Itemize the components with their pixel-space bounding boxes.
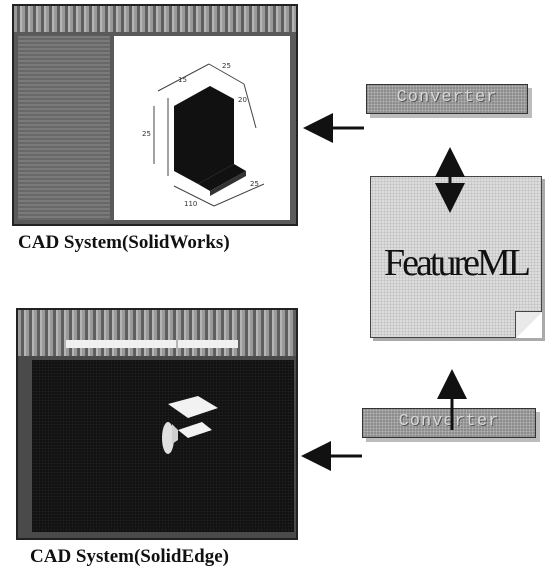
solidworks-caption: CAD System(SolidWorks) (18, 232, 230, 253)
converter-bottom-box: Converter (362, 408, 536, 438)
solidworks-screenshot: 15 25 20 25 110 25 (12, 4, 298, 226)
solidworks-model-view: 15 25 20 25 110 25 (114, 36, 290, 220)
solidedge-screenshot (16, 308, 298, 540)
svg-text:15: 15 (178, 76, 187, 84)
featureml-label: FeatureML (384, 242, 531, 284)
converter-top-label: Converter (396, 88, 498, 107)
solidworks-feature-tree (18, 36, 110, 220)
svg-text:25: 25 (250, 180, 259, 188)
solidworks-toolbar (14, 6, 296, 32)
isometric-block-drawing: 15 25 20 25 110 25 (142, 62, 265, 208)
svg-text:20: 20 (238, 96, 247, 104)
solidedge-part-model (162, 396, 218, 454)
converter-bottom-label: Converter (398, 412, 500, 431)
svg-text:25: 25 (222, 62, 231, 70)
solidedge-ribbon-white (66, 340, 176, 348)
solidedge-ribbon-white-2 (178, 340, 238, 348)
svg-text:110: 110 (184, 200, 197, 208)
solidedge-toolbar (18, 310, 296, 356)
solidedge-model-view (32, 360, 294, 532)
solidedge-caption: CAD System(SolidEdge) (30, 546, 229, 567)
svg-text:25: 25 (142, 130, 151, 138)
converter-top-box: Converter (366, 84, 528, 114)
page-curl-icon (515, 311, 542, 338)
